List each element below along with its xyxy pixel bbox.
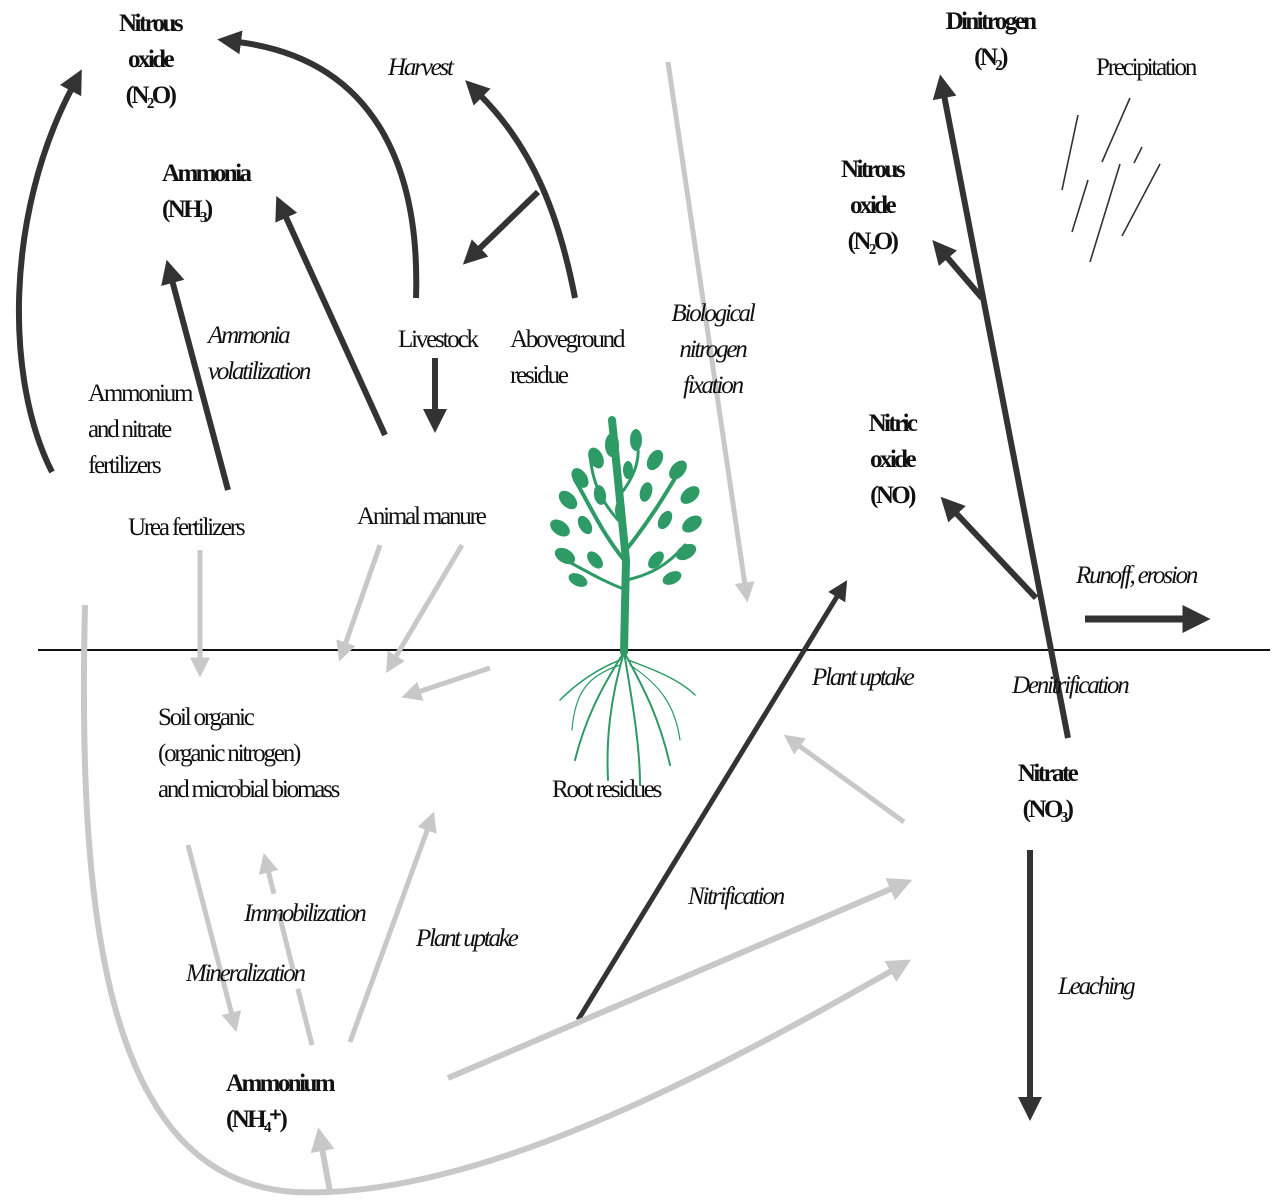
ammonium-plant-uptake-arrow	[347, 811, 437, 1043]
manure-to-soil-arrow-1	[336, 544, 383, 662]
nitric-oxide-label: Nitric oxide (NO)	[842, 406, 942, 514]
label-line: (NH₄⁺)	[226, 1106, 288, 1133]
harvest-label: Harvest	[388, 54, 454, 81]
mineralization-label: Mineralization	[186, 960, 306, 987]
label-line: residue	[510, 362, 569, 389]
plant-uptake-left-label: Plant uptake	[416, 925, 519, 952]
fertilizer-to-soil-loop-arrow	[80, 604, 912, 1196]
residue-to-livestock-arrow	[462, 189, 541, 265]
fertilizer-to-nitrous-oxide-arrow	[15, 69, 82, 474]
label-line: oxide	[870, 446, 917, 473]
label-line: Nitric	[868, 410, 918, 437]
ammonia-label: Ammonia (NH₃)	[162, 156, 252, 228]
denitrification-to-nitric-oxide-arrow	[940, 496, 1039, 601]
label-line: Soil organic	[158, 704, 255, 731]
mineralization-arrow	[185, 844, 242, 1032]
label-line: fixation	[683, 372, 744, 399]
nitrification-label: Nitrification	[688, 883, 785, 910]
ammonium-nitrate-fertilizers-label: Ammonium and nitrate fertilizers	[88, 376, 193, 484]
label-line: (N₂O)	[125, 82, 177, 109]
label-line: Ammonium	[226, 1070, 336, 1097]
runoff-erosion-label: Runoff, erosion	[1076, 562, 1198, 589]
label-line: Dinitrogen	[945, 8, 1037, 35]
label-line: nitrogen	[679, 336, 747, 363]
urea-to-ammonia-arrow	[161, 259, 231, 491]
biological-fixation-arrow	[665, 61, 755, 603]
denitrification-label: Denitrification	[1012, 672, 1130, 699]
label-line: Ammonium	[88, 380, 193, 407]
label-line: fertilizers	[88, 452, 162, 479]
plant-uptake-right-label: Plant uptake	[812, 664, 915, 691]
livestock-label: Livestock	[398, 326, 479, 353]
nitrate-plant-uptake-arrow	[783, 734, 906, 825]
biological-nitrogen-fixation-label: Biological nitrogen fixation	[655, 296, 770, 404]
label-line: oxide	[850, 192, 897, 219]
label-line: Nitrate	[1017, 760, 1079, 787]
label-line: and microbial biomass	[158, 776, 340, 803]
nitrification-arrow	[446, 878, 913, 1081]
ammonium-label: Ammonium (NH₄⁺)	[226, 1066, 336, 1138]
label-line: (NH₃)	[162, 196, 213, 223]
livestock-to-nitrous-oxide-arrow	[217, 30, 420, 299]
nitrification-to-nitric-oxide-arrow	[575, 580, 848, 1022]
label-line: Biological	[671, 300, 755, 327]
label-line: (NO)	[870, 482, 916, 509]
immobilization-label: Immobilization	[244, 900, 367, 927]
nitrous-oxide-top-label: Nitrous oxide (N₂O)	[100, 6, 200, 114]
label-line: oxide	[128, 46, 175, 73]
manure-to-ammonia-arrow	[275, 195, 388, 437]
dinitrogen-label: Dinitrogen (N₂)	[925, 4, 1055, 76]
root-residues-label: Root residues	[552, 776, 662, 803]
leaching-label: Leaching	[1058, 973, 1136, 1000]
loop-to-ammonium-arrow	[310, 1127, 335, 1193]
rain-strokes	[1061, 97, 1161, 263]
immobilization-arrow	[258, 853, 315, 1046]
tree-icon	[550, 416, 702, 786]
label-line: (N₂O)	[847, 228, 899, 255]
aboveground-residue-label: Aboveground residue	[510, 322, 625, 394]
animal-manure-label: Animal manure	[357, 503, 487, 530]
nitrous-oxide-right-label: Nitrous oxide (N₂O)	[822, 152, 922, 260]
label-line: volatilization	[208, 358, 311, 385]
root-residues-to-soil-arrow	[401, 665, 491, 701]
nitrate-label: Nitrate (NO₃)	[992, 756, 1102, 828]
precipitation-label: Precipitation	[1096, 54, 1197, 81]
label-line: Ammonia	[162, 160, 252, 187]
residue-to-harvest-arrow	[465, 80, 578, 299]
soil-organic-label: Soil organic (organic nitrogen) and microb…	[158, 700, 340, 808]
label-line: (NO₃)	[1022, 796, 1074, 823]
label-line: Aboveground	[510, 326, 625, 353]
manure-to-soil-arrow-2	[386, 543, 465, 674]
label-line: Nitrous	[841, 156, 906, 183]
label-line: (organic nitrogen)	[158, 740, 301, 767]
urea-fertilizers-label: Urea fertilizers	[128, 514, 246, 541]
label-line: Nitrous	[119, 10, 184, 37]
nitrate-to-dinitrogen-arrow	[932, 74, 1071, 739]
label-line: Ammonia	[208, 322, 291, 349]
denitrification-to-nitrous-oxide-arrow	[932, 240, 985, 300]
ammonia-volatilization-label: Ammonia volatilization	[208, 318, 311, 390]
label-line: (N₂)	[974, 44, 1008, 71]
label-line: and nitrate	[88, 416, 172, 443]
